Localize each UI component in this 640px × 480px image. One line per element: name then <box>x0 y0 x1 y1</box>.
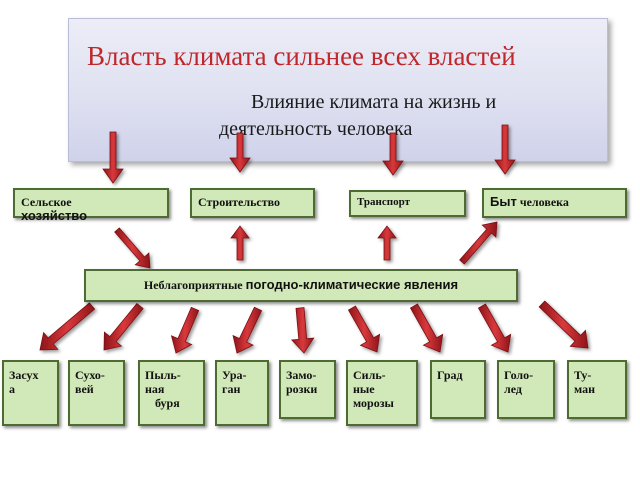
arrow-header-to-construction <box>229 132 251 173</box>
leaf-drought-line-2: а <box>9 382 15 396</box>
leaf-dry-wind-line-1: Сухо- <box>75 368 105 382</box>
arrow-middle-to-construction <box>230 225 250 261</box>
arrow-to-dust-storm <box>170 306 200 354</box>
arrow-header-to-agriculture <box>102 131 124 184</box>
category-transport: Транспорт <box>349 190 466 217</box>
arrow-to-fog <box>538 300 589 349</box>
page-title: Власть климата сильнее всех властей <box>87 41 516 71</box>
category-construction-label: Строительство <box>198 195 281 209</box>
leaf-dry-wind-line-2: вей <box>75 382 94 396</box>
leaf-dry-wind: Сухо- вей <box>68 360 125 426</box>
leaf-drought: Засух а <box>2 360 59 426</box>
leaf-black-ice-line-2: лед <box>504 382 522 396</box>
arrow-to-hurricane <box>232 306 263 354</box>
adverse-phenomena-box: Неблагоприятные погодно-климатические яв… <box>84 269 518 302</box>
adverse-phenomena-label-b: погодно-климатические явления <box>245 277 459 292</box>
arrow-middle-to-daily-life <box>459 221 498 265</box>
leaf-black-ice: Голо- лед <box>497 360 555 419</box>
leaf-severe-frosts-line-1: Силь- <box>353 368 386 382</box>
leaf-dust-storm-line-1: Пыль- <box>145 368 181 382</box>
leaf-hail: Град <box>430 360 486 419</box>
adverse-phenomena-label-a: Неблагоприятные <box>143 278 243 292</box>
leaf-hurricane-line-2: ган <box>222 382 241 396</box>
leaf-frosts-line-1: Замо- <box>286 368 317 382</box>
category-daily-life: Быт человека <box>482 188 627 218</box>
page-subtitle: Влияние климата на жизнь и деятельность … <box>219 91 497 140</box>
category-construction: Строительство <box>190 188 315 218</box>
leaf-hurricane-line-1: Ура- <box>222 368 247 382</box>
leaf-severe-frosts: Силь- ные морозы <box>346 360 418 426</box>
category-transport-label: Транспорт <box>357 196 410 208</box>
category-agriculture-label-a: Сельское <box>21 195 72 209</box>
leaf-severe-frosts-line-3: морозы <box>353 396 394 410</box>
arrow-middle-to-transport <box>377 225 397 261</box>
leaf-hurricane: Ура- ган <box>215 360 269 426</box>
arrow-to-dry-wind <box>103 302 144 351</box>
arrow-to-hail <box>409 303 444 353</box>
category-daily-life-label-b: человека <box>519 195 569 209</box>
leaf-drought-line-1: Засух <box>9 368 39 382</box>
leaf-fog-line-2: ман <box>574 382 596 396</box>
arrow-header-to-transport <box>382 132 404 176</box>
arrow-header-to-daily-life <box>494 124 516 175</box>
leaf-dust-storm-line-2: ная <box>145 382 165 396</box>
category-daily-life-label-a: Быт <box>490 194 517 209</box>
leaf-dust-storm: Пыль- ная буря <box>138 360 205 426</box>
header-panel: Власть климата сильнее всех властей Влия… <box>68 18 608 162</box>
leaf-severe-frosts-line-2: ные <box>353 382 375 396</box>
category-agriculture: Сельское хозяйство <box>13 188 169 223</box>
leaf-frosts: Замо- розки <box>279 360 336 419</box>
arrow-to-black-ice <box>477 303 512 353</box>
arrow-to-frosts <box>290 307 315 354</box>
leaf-dust-storm-line-3: буря <box>155 396 180 410</box>
category-agriculture-label-b: хозяйство <box>21 208 88 223</box>
leaf-hail-line-1: Град <box>437 368 463 382</box>
arrow-to-drought <box>39 302 96 351</box>
leaf-fog-line-1: Ту- <box>574 368 592 382</box>
leaf-black-ice-line-1: Голо- <box>504 368 534 382</box>
arrow-agriculture-to-middle <box>114 227 151 269</box>
leaf-frosts-line-2: розки <box>286 382 318 396</box>
leaf-fog: Ту- ман <box>567 360 627 419</box>
arrow-to-severe-frosts <box>347 305 381 353</box>
